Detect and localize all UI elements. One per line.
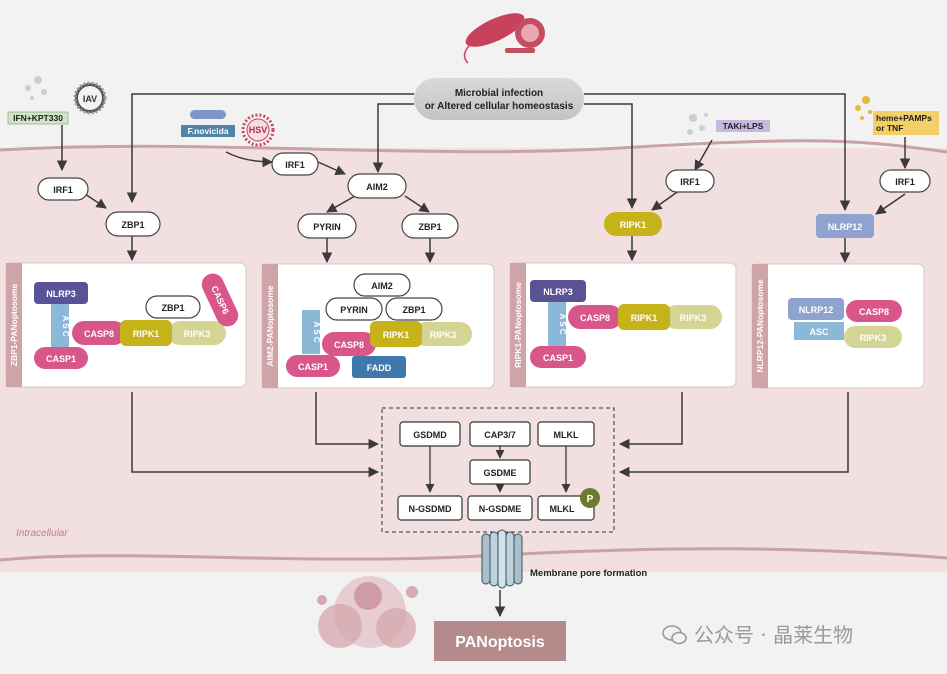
wechat-icon [662,625,687,645]
svg-text:NLRP12-PANoptosome: NLRP12-PANoptosome [755,279,765,373]
svg-text:or Altered cellular homeostasi: or Altered cellular homeostasis [425,101,574,112]
svg-text:N-GSDMD: N-GSDMD [409,504,452,514]
svg-text:CASP1: CASP1 [298,362,328,372]
svg-text:RIPK3: RIPK3 [680,313,707,323]
ripk1-node: RIPK1 [604,212,662,236]
svg-text:P: P [587,494,594,505]
svg-text:FADD: FADD [367,363,392,373]
aim2-panoptosome: AIM2-PANoptosome AIM2 PYRIN ZBP1 A S C C… [261,263,495,389]
compartment-label: Intracellular [16,528,68,539]
zbp1-node-1: ZBP1 [105,211,161,237]
svg-text:F.novicida: F.novicida [187,126,228,136]
svg-text:AIM2-PANoptosome: AIM2-PANoptosome [265,285,275,366]
svg-text:GSDME: GSDME [483,468,516,478]
svg-text:AIM2: AIM2 [366,182,388,192]
svg-text:MLKL: MLKL [554,430,579,440]
svg-text:CASP1: CASP1 [46,354,76,364]
irf1-node-4: IRF1 [879,169,931,193]
svg-text:CASP8: CASP8 [84,329,114,339]
zbp1-node-2: ZBP1 [401,213,459,239]
svg-text:CASP8: CASP8 [334,340,364,350]
svg-text:IRF1: IRF1 [53,185,73,195]
membrane-pore-icon [481,529,523,589]
svg-text:RIPK3: RIPK3 [184,329,211,339]
svg-text:RIPK3: RIPK3 [430,330,457,340]
stimulus-fnovicida: F.novicida [181,110,235,137]
svg-text:CASP8: CASP8 [859,307,889,317]
cell-membrane-top [0,139,947,154]
svg-text:RIPK1: RIPK1 [133,329,160,339]
outcome-box: PANoptosis [434,621,566,661]
executor-box: GSDMD CAP3/7 MLKL GSDME N-GSDMD N-GSDME … [381,407,615,533]
svg-text:A S C: A S C [61,315,70,336]
pyrin-node: PYRIN [297,213,357,239]
svg-text:AIM2: AIM2 [371,281,393,291]
svg-text:CAP3/7: CAP3/7 [484,430,516,440]
svg-text:ZBP1: ZBP1 [418,222,441,232]
nlrp12-panoptosome: NLRP12-PANoptosome NLRP12 CASP8 ASC RIPK… [751,263,925,389]
svg-text:IAV: IAV [83,94,97,104]
svg-text:PYRIN: PYRIN [340,305,368,315]
svg-text:A S C: A S C [312,321,321,342]
ripk1-panoptosome: RIPK1-PANoptosome NLRP3 A S C CASP8 RIPK… [509,262,737,388]
aim2-node: AIM2 [347,173,407,199]
svg-text:IRF1: IRF1 [895,177,915,187]
svg-text:MLKL: MLKL [550,504,575,514]
svg-text:IFN+KPT330: IFN+KPT330 [13,113,63,123]
svg-text:heme+PAMPs: heme+PAMPs [876,113,932,123]
svg-text:RIPK1-PANoptosome: RIPK1-PANoptosome [513,282,523,368]
svg-text:NLRP12: NLRP12 [828,222,863,232]
zbp1-panoptosome: ZBP1-PANoptosome NLRP3 A S C CASP1 CASP8… [5,262,247,388]
svg-text:RIPK1: RIPK1 [620,220,647,230]
svg-text:CASP8: CASP8 [580,313,610,323]
stimulus-ifn: IFN+KPT330 [7,76,69,125]
irf1-node-1: IRF1 [37,177,89,201]
svg-text:IRF1: IRF1 [680,177,700,187]
svg-text:PYRIN: PYRIN [313,222,341,232]
cell-membrane-bottom [0,547,947,562]
svg-text:ASC: ASC [809,327,829,337]
phospho-icon [580,488,600,508]
svg-text:ZBP1: ZBP1 [402,305,425,315]
svg-text:NLRP12: NLRP12 [799,305,834,315]
svg-text:CASP1: CASP1 [543,353,573,363]
pathogen-illustration [463,13,545,64]
svg-text:TAKi+LPS: TAKi+LPS [723,121,764,131]
watermark: 公众号 · 晶莱生物 [662,619,853,648]
irf1-node-3: IRF1 [665,169,715,193]
virus-iav-icon: IAV [73,81,107,115]
svg-text:A S C: A S C [558,313,567,334]
svg-text:RIPK1: RIPK1 [631,313,658,323]
svg-text:GSDMD: GSDMD [413,430,447,440]
trigger-connectors [56,93,911,264]
svg-text:NLRP3: NLRP3 [543,287,573,297]
executor-connectors [131,392,849,478]
svg-text:RIPK1: RIPK1 [383,330,410,340]
nlrp12-node: NLRP12 [816,214,874,238]
svg-text:PANoptosis: PANoptosis [455,634,545,651]
trigger-box: Microbial infection or Altered cellular … [414,78,584,120]
svg-text:N-GSDME: N-GSDME [479,504,522,514]
svg-text:IRF1: IRF1 [285,160,305,170]
svg-text:HSV: HSV [249,125,268,135]
svg-text:RIPK3: RIPK3 [860,333,887,343]
svg-text:Microbial infection: Microbial infection [455,88,543,99]
svg-text:or TNF: or TNF [876,123,903,133]
irf1-node-2: IRF1 [271,152,319,176]
stimulus-heme: heme+PAMPs or TNF [855,96,939,135]
pore-label: Membrane pore formation [530,568,647,579]
virus-hsv-icon: HSV [241,113,275,147]
svg-text:ZBP1: ZBP1 [161,303,184,313]
watermark-text: 公众号 · 晶莱生物 [694,623,854,647]
dying-cell-illustration [317,576,418,648]
stimulus-taki: TAKi+LPS [687,113,770,135]
svg-text:ZBP1: ZBP1 [121,220,144,230]
svg-text:NLRP3: NLRP3 [46,289,76,299]
svg-text:ZBP1-PANoptosome: ZBP1-PANoptosome [9,283,19,366]
